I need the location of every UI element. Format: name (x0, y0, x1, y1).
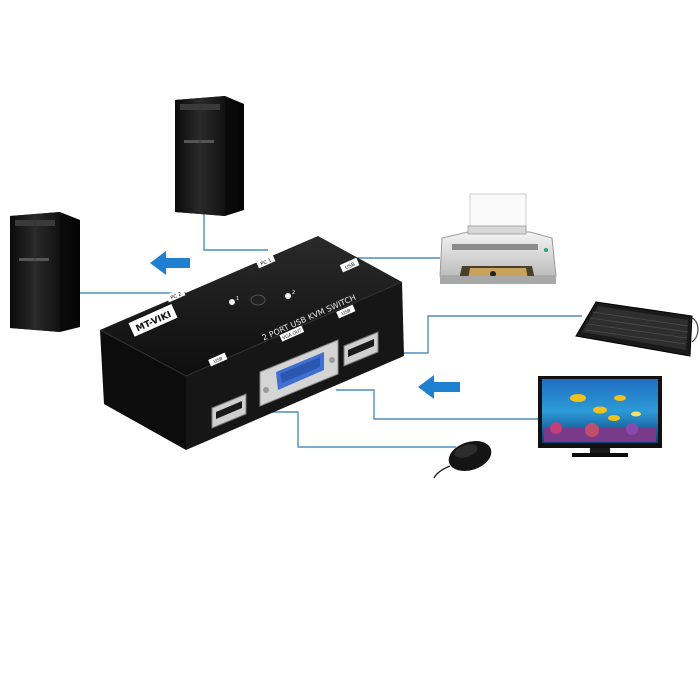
line-pc-top (204, 213, 268, 250)
mouse-icon (434, 436, 495, 478)
printer-icon (440, 194, 556, 284)
computer-tower-left-icon (10, 212, 80, 332)
monitor-icon (538, 376, 662, 457)
line-keyboard (378, 316, 582, 353)
line-monitor (336, 390, 538, 419)
computer-tower-top-icon (175, 96, 244, 216)
arrow-left-monitor-icon (418, 375, 460, 399)
led-2-label: 2 (292, 290, 295, 296)
arrow-left-top-icon (150, 251, 190, 275)
led-1-label: 1 (236, 296, 239, 302)
kvm-switch-device: MT-VIKI 2 PORT USB KVM SWITCH PC 1 PC 2 … (100, 236, 404, 450)
line-mouse (264, 412, 456, 447)
select-button[interactable] (251, 295, 265, 305)
keyboard-icon (576, 302, 698, 356)
